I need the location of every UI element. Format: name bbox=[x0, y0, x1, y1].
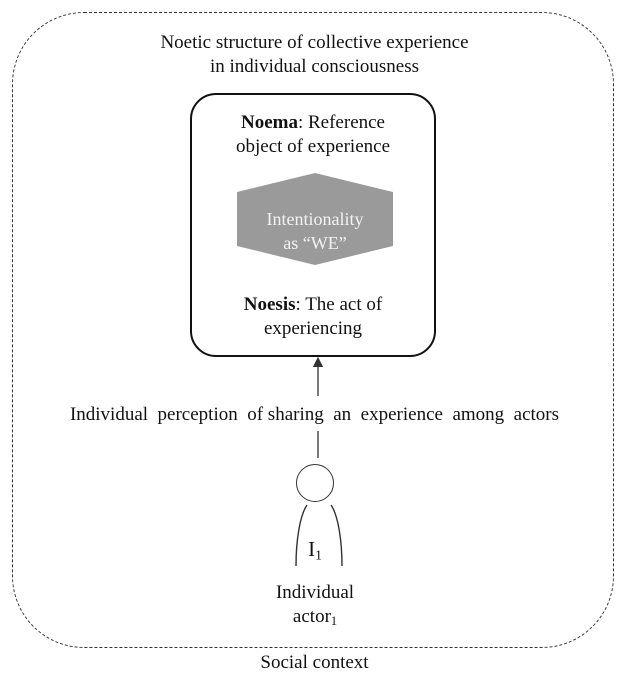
outer-title-line1: Noetic structure of collective experienc… bbox=[160, 32, 469, 53]
social-context-label: Social context bbox=[260, 652, 369, 673]
noesis-label: Noesis: The act of experiencing bbox=[190, 293, 436, 341]
perception-label: Individual perception of sharing an expe… bbox=[69, 404, 560, 425]
outer-title: Noetic structure of collective experienc… bbox=[0, 31, 629, 79]
noesis-term: Noesis bbox=[243, 294, 296, 315]
social-context-frame bbox=[12, 12, 614, 648]
actor-label-subscript: 1 bbox=[330, 614, 338, 629]
actor-symbol: I1 bbox=[300, 537, 330, 567]
actor-body bbox=[295, 504, 343, 567]
noetic-structure-box bbox=[190, 93, 436, 357]
actor-label-line2: actor bbox=[292, 606, 331, 627]
intentionality-hexagon bbox=[237, 173, 393, 265]
actor-symbol-letter: I bbox=[308, 537, 316, 561]
actor-symbol-subscript: 1 bbox=[315, 547, 322, 563]
actor-label: Individual actor1 bbox=[215, 581, 415, 633]
noema-definition-part1: : Reference bbox=[297, 112, 385, 133]
hexagon-label-line2: as “WE” bbox=[283, 233, 347, 253]
noesis-definition-part1: : The act of bbox=[295, 294, 383, 315]
hexagon-label: Intentionality as “WE” bbox=[235, 207, 395, 255]
hexagon-label-line1: Intentionality bbox=[266, 209, 364, 229]
noema-definition-part2: object of experience bbox=[235, 136, 391, 157]
outer-title-line2: in individual consciousness bbox=[210, 56, 419, 77]
actor-label-line1: Individual bbox=[275, 582, 355, 603]
noema-term: Noema bbox=[240, 112, 298, 133]
noesis-definition-part2: experiencing bbox=[263, 318, 363, 339]
noema-label: Noema: Reference object of experience bbox=[190, 111, 436, 159]
actor-head bbox=[296, 464, 334, 502]
